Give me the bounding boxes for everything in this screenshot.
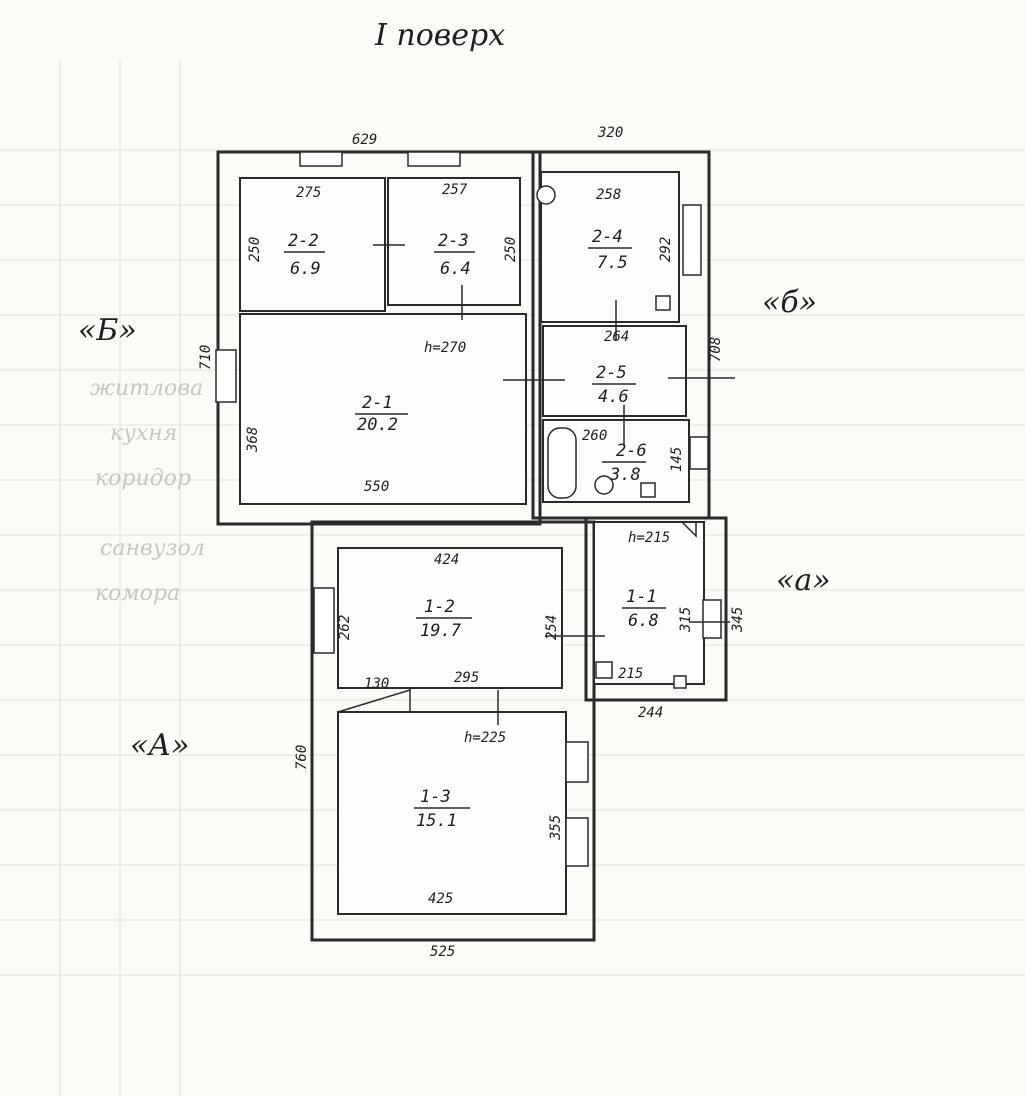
dim-257: 257: [442, 182, 468, 198]
svg-text:1-3: 1-3: [420, 787, 451, 807]
letter-a-upper: «А»: [130, 728, 189, 763]
svg-text:2-5: 2-5: [596, 363, 627, 383]
dim-345: 345: [730, 607, 746, 633]
letter-b-lower: «б»: [762, 285, 817, 320]
dim-250-left: 250: [247, 237, 263, 262]
faint-text-1: житлова: [90, 376, 203, 401]
dim-425: 425: [428, 891, 453, 907]
height-label-b: h=270: [424, 340, 466, 356]
letter-a-lower: «а»: [776, 563, 831, 598]
svg-text:15.1: 15.1: [416, 811, 457, 831]
room-label-1-1: 1-1 6.8: [622, 587, 666, 631]
dim-258: 258: [596, 187, 621, 203]
room-label-2-2: 2-2 6.9: [284, 231, 325, 279]
sink-icon: [673, 675, 687, 689]
height-label-a-small: h=215: [628, 530, 670, 546]
window-east-b-small: [682, 204, 702, 276]
svg-text:2-4: 2-4: [592, 227, 623, 247]
room-label-2-5: 2-5 4.6: [592, 363, 636, 407]
faint-text-5: комора: [95, 581, 180, 606]
chimney-icon: [680, 521, 697, 538]
svg-text:2-1: 2-1: [362, 393, 393, 413]
building-b-outer-wall: [216, 150, 542, 526]
room-2-1-outline: [239, 313, 527, 505]
window-north-1: [299, 151, 343, 167]
window-east-a-2: [565, 817, 589, 867]
dim-629: 629: [352, 132, 377, 148]
room-2-3-outline: [387, 177, 521, 306]
dim-295: 295: [454, 670, 479, 686]
dim-710: 710: [198, 345, 214, 370]
dim-145: 145: [669, 447, 685, 472]
room-1-3-outline: [337, 711, 567, 915]
dim-550: 550: [364, 479, 389, 495]
window-east-a-1: [565, 741, 589, 783]
dim-244: 244: [638, 705, 663, 721]
svg-text:2-3: 2-3: [438, 231, 469, 251]
room-2-2-outline: [239, 177, 386, 312]
dim-262: 262: [337, 615, 353, 640]
room-label-1-3: 1-3 15.1: [414, 787, 470, 831]
dim-292: 292: [658, 237, 674, 262]
svg-text:19.7: 19.7: [420, 621, 462, 641]
dim-708: 708: [708, 337, 724, 362]
faint-text-2: кухня: [110, 421, 177, 446]
svg-text:7.5: 7.5: [597, 253, 628, 273]
window-west-b: [215, 349, 237, 403]
room-label-1-2: 1-2 19.7: [416, 597, 472, 641]
window-west-a: [313, 587, 335, 654]
faint-text-3: коридор: [95, 466, 191, 491]
room-label-2-4: 2-4 7.5: [588, 227, 632, 273]
letter-b-upper: «Б»: [78, 313, 137, 348]
room-label-2-6: 2-6 3.8: [602, 441, 647, 485]
svg-text:20.2: 20.2: [357, 415, 398, 435]
room-label-2-1: 2-1 20.2: [355, 393, 408, 435]
gas-meter-icon: [536, 185, 556, 205]
svg-text:2-6: 2-6: [616, 441, 647, 461]
dim-254: 254: [544, 615, 560, 640]
toilet-icon: [594, 475, 614, 495]
svg-text:3.8: 3.8: [609, 465, 641, 485]
dim-130: 130: [364, 676, 389, 692]
svg-text:6.4: 6.4: [440, 259, 471, 279]
stove-icon: [655, 295, 671, 311]
dim-264: 264: [604, 329, 629, 345]
window-east-2-6: [689, 436, 709, 470]
svg-text:6.9: 6.9: [290, 259, 321, 279]
svg-text:1-2: 1-2: [424, 597, 455, 617]
svg-text:4.6: 4.6: [598, 387, 629, 407]
svg-text:2-2: 2-2: [288, 231, 319, 251]
room-label-2-3: 2-3 6.4: [434, 231, 475, 279]
building-a-outer-wall: [310, 520, 596, 942]
bathtub-icon: [547, 427, 577, 499]
dim-260: 260: [582, 428, 607, 444]
faint-text-4: санвузол: [100, 536, 205, 561]
room-2-5-outline: [542, 325, 687, 417]
height-label-a: h=225: [464, 730, 506, 746]
window-north-2: [407, 151, 461, 167]
building-a-small-outer-wall: [584, 516, 728, 702]
stove-icon-1-1: [595, 661, 613, 679]
room-1-1-outline: [593, 521, 705, 685]
stair-line: [337, 689, 411, 713]
dim-215: 215: [618, 666, 643, 682]
window-east-a-small: [702, 599, 722, 639]
dim-760: 760: [294, 745, 310, 770]
boiler-icon: [640, 482, 656, 498]
svg-text:1-1: 1-1: [626, 587, 657, 607]
floor-title: I поверх: [374, 18, 505, 53]
dim-320: 320: [597, 125, 623, 141]
dim-525: 525: [430, 944, 455, 960]
dim-250-right: 250: [503, 237, 519, 262]
dim-315: 315: [678, 607, 694, 633]
dim-424: 424: [434, 552, 459, 568]
svg-text:6.8: 6.8: [628, 611, 659, 631]
dim-368: 368: [245, 427, 261, 453]
dim-275: 275: [296, 185, 321, 201]
dim-355: 355: [548, 815, 564, 841]
